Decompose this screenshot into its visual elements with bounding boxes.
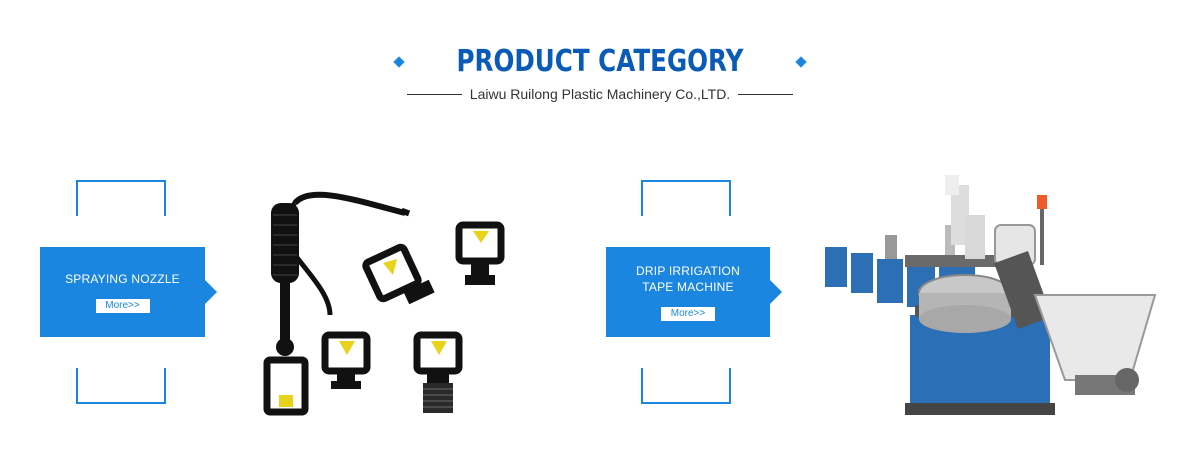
section-header: PRODUCT CATEGORY Laiwu Ruilong Plastic M… xyxy=(0,0,1200,120)
divider-left xyxy=(406,93,462,95)
nozzle-piece-3 xyxy=(321,331,371,389)
page-title: PRODUCT CATEGORY xyxy=(456,44,744,79)
nozzle-piece-4 xyxy=(413,331,463,413)
nozzle-piece-1 xyxy=(362,243,435,305)
bracket-bottom xyxy=(641,368,731,404)
company-name: Laiwu Ruilong Plastic Machinery Co.,LTD. xyxy=(469,86,731,102)
nozzle-piece-2 xyxy=(455,221,505,285)
category-label: SPRAYING NOZZLE xyxy=(65,272,180,286)
diamond-icon xyxy=(795,56,807,68)
category-label: DRIP IRRIGATION TAPE MACHINE xyxy=(636,264,740,294)
divider-right xyxy=(738,93,794,95)
diamond-icon xyxy=(393,56,405,68)
machine-main-unit xyxy=(905,250,1157,415)
bracket-top xyxy=(641,180,731,216)
bracket-bottom xyxy=(76,368,166,404)
machine-product-image[interactable] xyxy=(815,175,1165,430)
nozzle-hose xyxy=(263,191,411,416)
more-button[interactable]: More>> xyxy=(95,299,150,313)
bracket-top xyxy=(76,180,166,216)
category-card[interactable]: DRIP IRRIGATION TAPE MACHINE More>> xyxy=(606,247,782,337)
nozzle-product-image[interactable] xyxy=(255,155,515,425)
category-card[interactable]: SPRAYING NOZZLE More>> xyxy=(40,247,217,337)
title-row: PRODUCT CATEGORY xyxy=(0,40,1200,84)
more-button[interactable]: More>> xyxy=(661,307,715,321)
subtitle-row: Laiwu Ruilong Plastic Machinery Co.,LTD. xyxy=(0,86,1200,102)
